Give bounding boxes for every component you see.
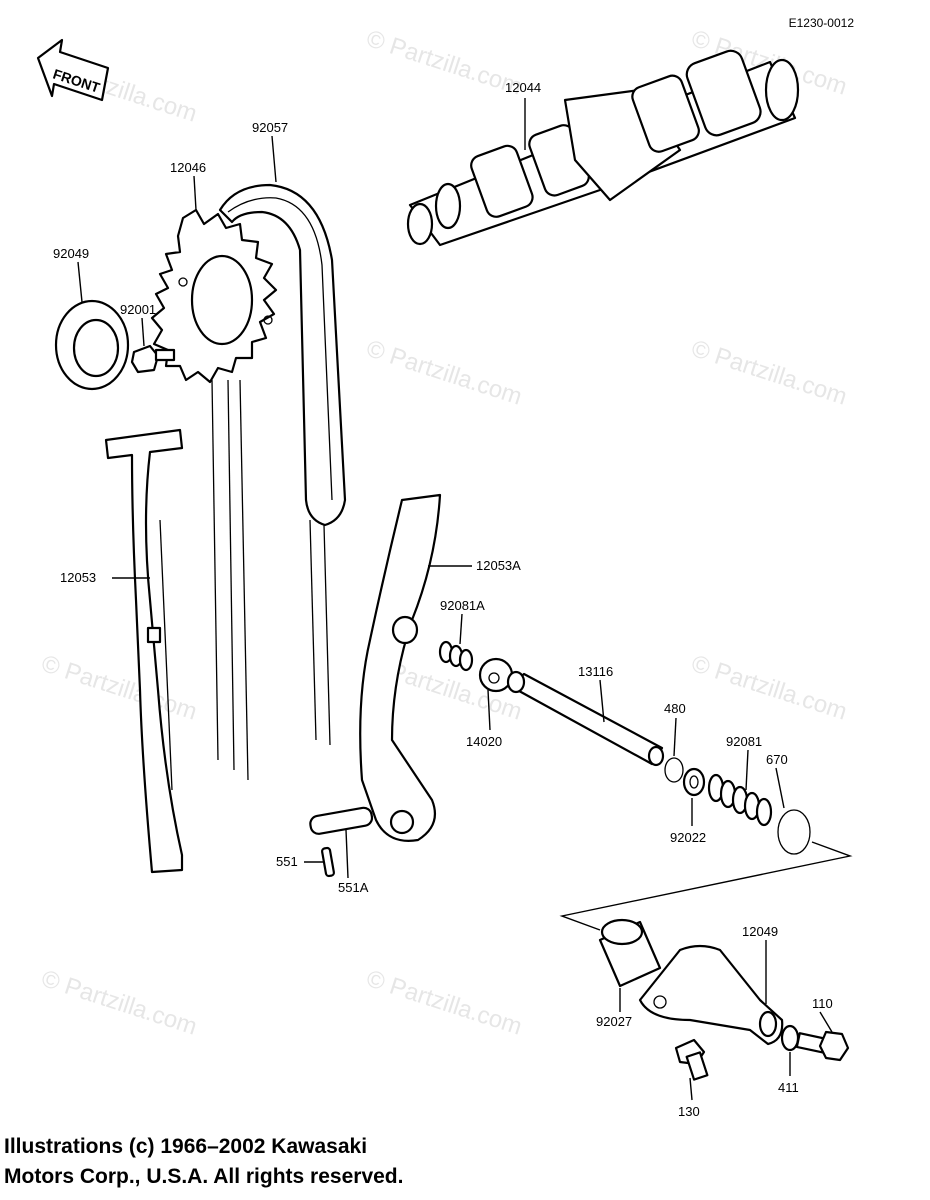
- label-110: 110: [812, 996, 833, 1011]
- washer-411: [780, 1024, 800, 1052]
- copyright-line-1: Illustrations (c) 1966–2002 Kawasaki: [4, 1135, 368, 1158]
- sprocket-bolt: [130, 344, 176, 374]
- collar: [478, 657, 514, 693]
- circlip: [664, 757, 684, 783]
- label-92022: 92022: [670, 830, 706, 845]
- label-92057: 92057: [252, 120, 288, 135]
- small-spring: [438, 640, 474, 672]
- label-12044: 12044: [505, 80, 541, 95]
- label-12046: 12046: [170, 160, 206, 175]
- label-92001: 92001: [120, 302, 156, 317]
- label-12053a: 12053A: [476, 558, 521, 573]
- label-92049: 92049: [53, 246, 89, 261]
- watermark: © Partzilla.com: [363, 335, 525, 411]
- guide-pin: [309, 806, 374, 835]
- label-13116: 13116: [578, 664, 613, 679]
- copyright-footer: Illustrations (c) 1966–2002 Kawasaki Mot…: [4, 1132, 704, 1192]
- cam-chain: [218, 183, 347, 746]
- large-spring: [707, 773, 773, 827]
- cam-sprocket: [150, 208, 278, 781]
- label-92081: 92081: [726, 734, 762, 749]
- label-92081a: 92081A: [440, 598, 485, 613]
- watermark: © Partzilla.com: [38, 965, 200, 1041]
- watermark: © Partzilla.com: [38, 650, 200, 726]
- bolt-110: [795, 1030, 850, 1062]
- label-670: 670: [766, 752, 788, 767]
- spacer: [598, 918, 662, 988]
- diagram-reference-code: E1230-0012: [788, 16, 854, 30]
- watermark: © Partzilla.com: [688, 335, 850, 411]
- bolt-130: [674, 1038, 709, 1081]
- label-130: 130: [678, 1104, 700, 1119]
- label-12049: 12049: [742, 924, 778, 939]
- label-480: 480: [664, 701, 686, 716]
- tensioner-body: [638, 944, 784, 1046]
- label-411: 411: [778, 1080, 799, 1095]
- label-92027: 92027: [596, 1014, 632, 1029]
- front-arrow: FRONT: [36, 38, 110, 102]
- watermark: © Partzilla.com: [363, 25, 525, 101]
- watermark: © Partzilla.com: [688, 650, 850, 726]
- washer-92022: [682, 767, 706, 797]
- label-12053: 12053: [60, 570, 96, 585]
- watermark: © Partzilla.com: [363, 965, 525, 1041]
- label-551: 551: [276, 854, 298, 869]
- copyright-line-2: Motors Corp., U.S.A. All rights reserved…: [4, 1165, 404, 1188]
- camshaft: [406, 49, 800, 247]
- tensioner-shaft: [506, 670, 665, 767]
- oil-seal: [54, 299, 130, 391]
- label-551a: 551A: [338, 880, 369, 895]
- o-ring: [777, 809, 811, 855]
- small-pin: [321, 846, 335, 878]
- part-labels: 12044 92057 12046 92049 92001 12053 1205…: [53, 80, 833, 1119]
- label-14020: 14020: [466, 734, 502, 749]
- leader-lines: [77, 98, 853, 1101]
- tensioner-guide: [359, 493, 442, 842]
- chain-guide: [104, 428, 184, 874]
